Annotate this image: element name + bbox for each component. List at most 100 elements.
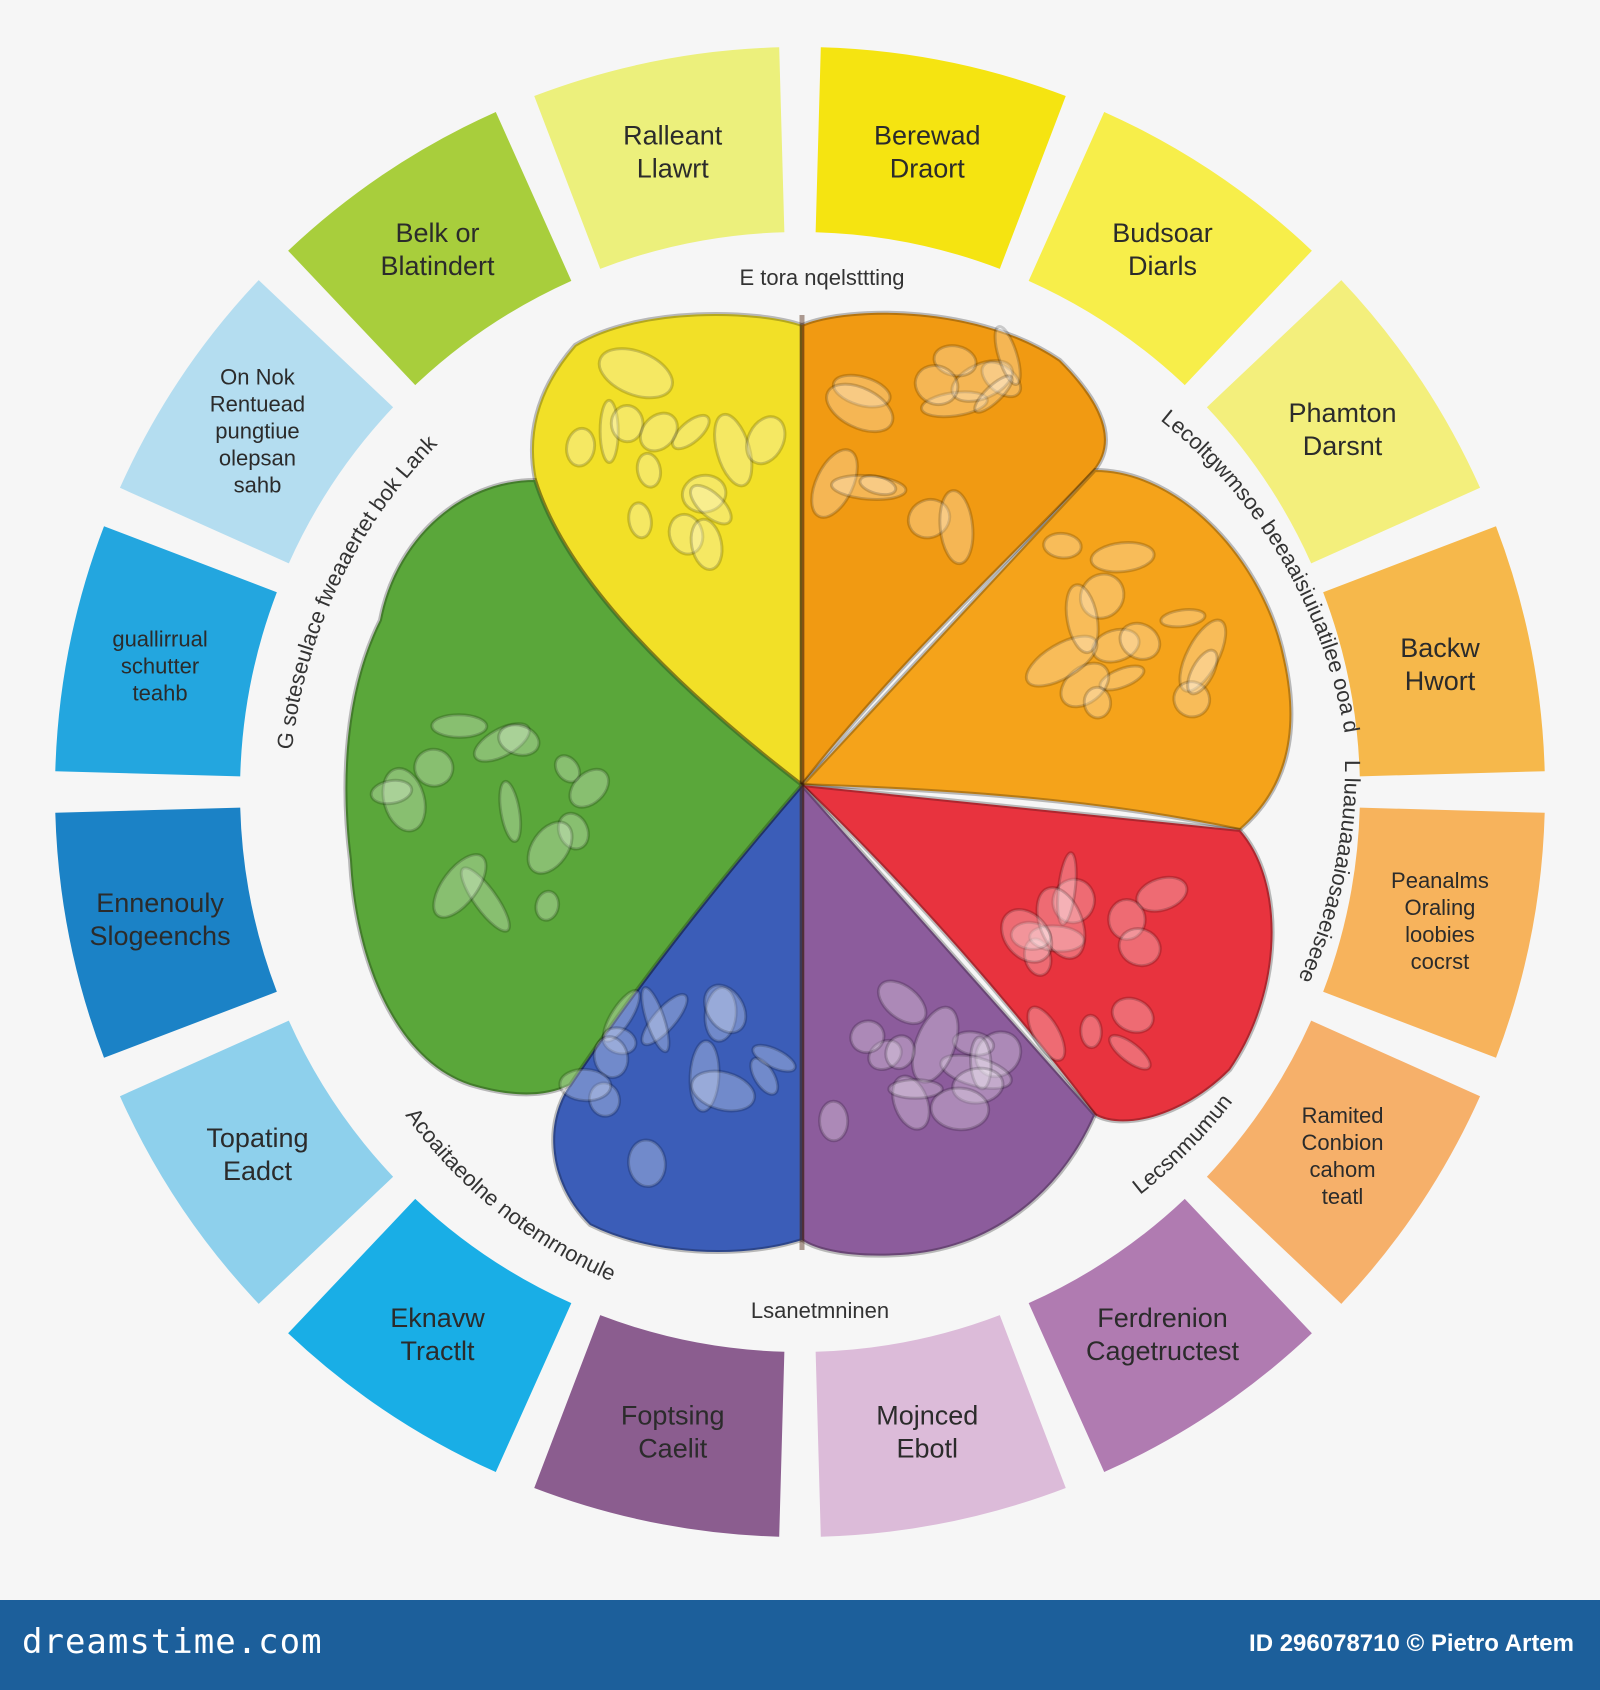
- ring-segment: [119, 280, 394, 564]
- brain-gyrus: [609, 403, 645, 444]
- brain-gyrus: [939, 1053, 1013, 1091]
- brain-gyrus: [597, 347, 674, 400]
- brain-lobe-purple: [800, 779, 1098, 1258]
- brain-gyrus: [459, 866, 511, 933]
- brain-gyrus: [1079, 1013, 1103, 1050]
- brain-gyrus: [1108, 1033, 1152, 1071]
- brain-gyrus: [1172, 680, 1212, 719]
- brain-gyrus: [913, 363, 960, 407]
- brain-gyrus: [1056, 851, 1078, 927]
- brain-gyrus: [951, 1066, 1005, 1105]
- brain-gyrus: [688, 1039, 721, 1113]
- brain-gyrus: [884, 1034, 916, 1071]
- brain-illustration: [343, 310, 1294, 1258]
- brain-gyrus: [969, 1035, 993, 1091]
- brain-gyrus: [1026, 1005, 1067, 1062]
- brain-gyrus: [568, 767, 611, 809]
- image-credit: ID 296078710 © Pietro Artem: [1249, 1630, 1574, 1657]
- brain-gyrus: [1035, 886, 1087, 960]
- brain-gyrus: [1110, 996, 1155, 1034]
- brain-gyrus: [1022, 937, 1053, 977]
- brain-gyrus: [640, 992, 689, 1047]
- brain-gyrus: [565, 426, 597, 468]
- brain-gyrus: [1051, 877, 1096, 925]
- brain-gyrus: [1117, 927, 1162, 968]
- brain-gyrus: [825, 382, 895, 434]
- brain-lobe-orange: [800, 310, 1108, 791]
- brain-gyrus: [671, 413, 711, 451]
- brain-gyrus: [1178, 618, 1228, 693]
- brain-gyrus: [887, 1078, 944, 1100]
- brain-gyrus: [938, 489, 975, 566]
- brain-gyrus: [1135, 875, 1189, 913]
- ring-segment: [1028, 111, 1312, 386]
- brain-gyrus: [430, 713, 489, 739]
- brain-gyrus: [689, 517, 724, 571]
- inner-label-bottom: Lsanetmninen: [751, 1298, 889, 1323]
- brain-gyrus: [1009, 920, 1053, 951]
- brain-gyrus: [689, 483, 733, 526]
- brain-gyrus: [1042, 531, 1083, 560]
- brain-gyrus: [592, 1035, 630, 1080]
- ring-segment: [55, 526, 277, 777]
- brain-gyrus: [703, 986, 738, 1043]
- brain-gyrus: [950, 359, 1014, 403]
- brain-gyrus: [1091, 627, 1141, 664]
- brain-gyrus: [932, 344, 978, 378]
- ring-segment: [288, 1198, 572, 1473]
- brain-gyrus: [973, 374, 1014, 414]
- ring-segment: [288, 111, 572, 386]
- brain-gyrus: [1024, 634, 1099, 688]
- brain-gyrus: [627, 501, 653, 540]
- ring-segment: [1323, 807, 1545, 1058]
- brain-gyrus: [849, 1019, 886, 1055]
- brain-gyrus: [831, 373, 892, 409]
- brain-gyrus: [745, 415, 787, 466]
- ring-segment: [534, 47, 785, 269]
- brain-lobe-red: [796, 782, 1275, 1124]
- brain-gyrus: [598, 398, 620, 465]
- brain-gyrus: [1098, 664, 1146, 692]
- brain-gyrus: [558, 1067, 613, 1103]
- brain-gyrus: [980, 360, 1023, 399]
- brain-gyrus: [602, 988, 642, 1043]
- brain-gyrus: [1186, 648, 1219, 696]
- brain-gyrus: [498, 779, 523, 843]
- brain-gyrus: [749, 1056, 780, 1096]
- brain-gyrus: [497, 723, 541, 757]
- brain-gyrus: [526, 820, 574, 875]
- brain-gyrus: [906, 497, 952, 540]
- ring-segment: [1206, 1020, 1481, 1304]
- brain-gyrus: [703, 983, 748, 1035]
- brain-gyrus: [974, 1030, 1023, 1079]
- brain-gyrus: [635, 451, 663, 489]
- ring-segment: [815, 47, 1066, 269]
- brain-gyrus: [1059, 661, 1111, 709]
- brain-gyrus: [1000, 908, 1054, 964]
- brain-gyrus: [413, 747, 455, 788]
- brain-gyrus: [1107, 898, 1147, 942]
- brain-gyrus: [818, 1099, 850, 1143]
- ring-segment: [1028, 1198, 1312, 1473]
- brain-gyrus: [432, 853, 488, 919]
- brain-gyrus: [553, 754, 582, 784]
- brain-gyrus: [929, 1086, 991, 1132]
- brand-watermark: dreamstime.com: [22, 1622, 323, 1662]
- ring-segment: [1323, 526, 1545, 777]
- brain-gyrus: [587, 1081, 622, 1118]
- brain-gyrus: [751, 1043, 797, 1073]
- brain-gyrus: [534, 889, 561, 922]
- brain-gyrus: [640, 986, 671, 1054]
